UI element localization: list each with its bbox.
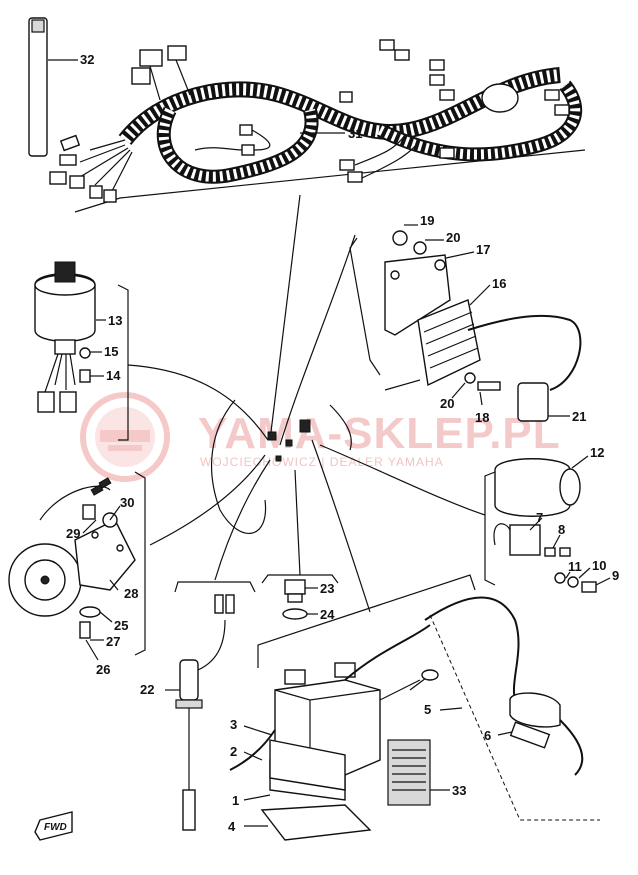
callout-7: 7 [536, 510, 543, 525]
callout-10: 10 [592, 558, 606, 573]
callout-15: 15 [104, 344, 118, 359]
callout-29: 29 [66, 526, 80, 541]
callout-27: 27 [106, 634, 120, 649]
callout-4: 4 [228, 819, 236, 834]
battery-group [229, 574, 584, 841]
callout-14: 14 [106, 368, 121, 383]
callout-20-top: 20 [446, 230, 460, 245]
wire-harness [28, 17, 586, 213]
callout-16: 16 [492, 276, 506, 291]
horn-group [8, 471, 146, 656]
main-switch-group [34, 261, 129, 441]
callout-31: 31 [348, 126, 362, 141]
callout-6: 6 [484, 728, 491, 743]
callout-12: 12 [590, 445, 604, 460]
callout-17: 17 [476, 242, 490, 257]
callout-25: 25 [114, 618, 128, 633]
callout-13: 13 [108, 313, 122, 328]
oil-level-switch-group [174, 581, 256, 831]
callout-19: 19 [420, 213, 434, 228]
callout-24: 24 [320, 607, 335, 622]
flasher-group [484, 458, 597, 593]
leader-lines [127, 194, 600, 821]
callout-5: 5 [424, 702, 431, 717]
fwd-arrow-icon: FWD [34, 811, 73, 841]
watermark-subtitle: WOJCIECHOWICZ | DEALER YAMAHA [200, 455, 444, 469]
callout-1: 1 [232, 793, 239, 808]
callout-18: 18 [475, 410, 489, 425]
callout-20-bottom: 20 [440, 396, 454, 411]
neutral-switch-group [261, 574, 339, 620]
callout-3: 3 [230, 717, 237, 732]
callout-30: 30 [120, 495, 134, 510]
callout-2: 2 [230, 744, 237, 759]
band-32 [28, 17, 48, 157]
callout-28: 28 [124, 586, 138, 601]
fwd-label: FWD [44, 822, 67, 833]
callouts: 32 31 19 20 17 16 13 15 14 20 18 21 12 7… [48, 52, 619, 834]
callout-9: 9 [612, 568, 619, 583]
callout-22: 22 [140, 682, 154, 697]
callout-8: 8 [558, 522, 565, 537]
watermark-logo-icon [80, 392, 170, 482]
watermark-brand: YAMA-SKLEP.PL [198, 409, 561, 458]
callout-21: 21 [572, 409, 586, 424]
ignition-coil-group [349, 230, 582, 422]
callout-26: 26 [96, 662, 110, 677]
callout-32: 32 [80, 52, 94, 67]
callout-23: 23 [320, 581, 334, 596]
callout-11: 11 [568, 559, 582, 574]
watermark: YAMA-SKLEP.PL WOJCIECHOWICZ | DEALER YAM… [80, 392, 561, 482]
callout-33: 33 [452, 783, 466, 798]
